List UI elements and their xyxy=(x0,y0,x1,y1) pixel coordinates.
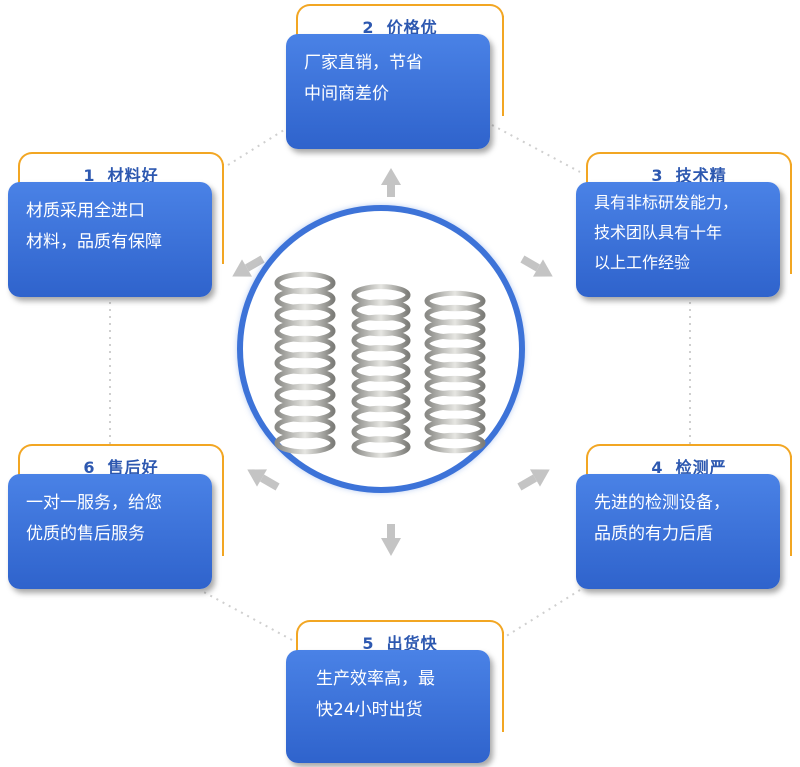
arrow-up-left-icon xyxy=(232,255,265,277)
feature-5-card: 生产效率高，最 快24小时出货 xyxy=(286,650,490,763)
feature-3-line-1: 具有非标研发能力， xyxy=(594,193,739,212)
arrow-down-icon xyxy=(381,524,401,556)
arrow-down-left-icon xyxy=(247,469,280,491)
arrow-up-icon xyxy=(381,168,401,197)
feature-2-number: 2 xyxy=(362,18,375,37)
feature-6-card: 一对一服务，给您 优质的售后服务 xyxy=(8,474,212,589)
connector-5-6 xyxy=(199,589,293,641)
feature-1-card: 材质采用全进口 材料，品质有保障 xyxy=(8,182,212,297)
feature-3-line-3: 以上工作经验 xyxy=(594,253,691,272)
feature-6-title: 售后好 xyxy=(107,458,159,477)
feature-5-line-2: 快24小时出货 xyxy=(316,700,423,720)
feature-3-card: 具有非标研发能力， 技术团队具有十年 以上工作经验 xyxy=(576,182,780,297)
feature-4-title: 检测严 xyxy=(675,458,727,477)
feature-4-card: 先进的检测设备， 品质的有力后盾 xyxy=(576,474,780,589)
feature-6-line-2: 优质的售后服务 xyxy=(26,524,145,544)
connector-1-2 xyxy=(227,124,293,166)
feature-6-number: 6 xyxy=(83,458,96,477)
feature-6-line-1: 一对一服务，给您 xyxy=(26,493,162,513)
springs-image xyxy=(274,271,486,458)
feature-1-line-2: 材料，品质有保障 xyxy=(26,232,162,252)
feature-5-number: 5 xyxy=(362,634,375,653)
feature-3-number: 3 xyxy=(651,166,664,185)
spring-coil xyxy=(424,432,486,454)
arrows xyxy=(232,168,553,556)
feature-1-number: 1 xyxy=(83,166,96,185)
feature-2-title: 价格优 xyxy=(386,18,438,37)
center-product-circle xyxy=(237,205,525,493)
connector-4-5 xyxy=(499,589,581,641)
arrow-down-right-icon xyxy=(517,469,550,491)
feature-5-title: 出货快 xyxy=(386,634,438,653)
feature-3-line-2: 技术团队具有十年 xyxy=(594,223,723,242)
feature-2-line-1: 厂家直销，节省 xyxy=(304,53,423,73)
feature-2-line-2: 中间商差价 xyxy=(304,84,389,104)
spring-3 xyxy=(424,290,486,454)
feature-3-title: 技术精 xyxy=(675,166,727,185)
spring-coil xyxy=(351,436,411,458)
arrow-up-right-icon xyxy=(520,255,553,277)
connector-2-3 xyxy=(491,124,581,173)
spring-coil xyxy=(274,431,336,455)
spring-1 xyxy=(274,271,336,455)
feature-1-line-1: 材质采用全进口 xyxy=(26,201,145,221)
feature-4-number: 4 xyxy=(651,458,664,477)
feature-5-line-1: 生产效率高，最 xyxy=(316,669,435,689)
spring-2 xyxy=(351,284,411,458)
feature-4-line-2: 品质的有力后盾 xyxy=(594,524,713,544)
feature-1-title: 材料好 xyxy=(107,166,159,185)
feature-4-line-1: 先进的检测设备， xyxy=(594,493,730,513)
feature-2-card: 厂家直销，节省 中间商差价 xyxy=(286,34,490,149)
